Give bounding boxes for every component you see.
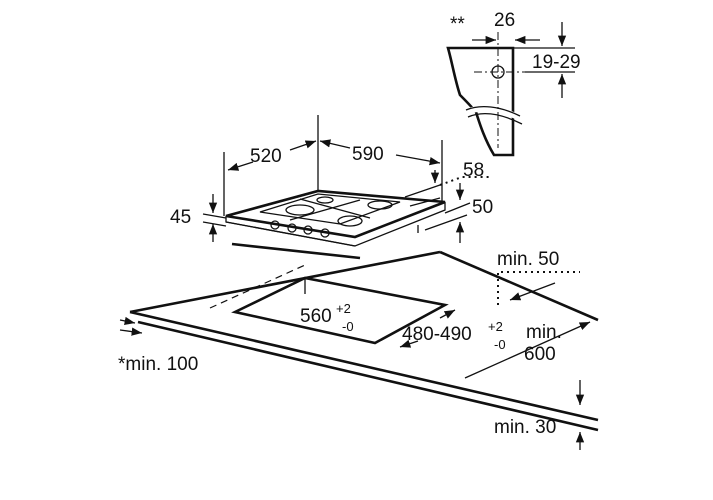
connection-height-label: 50 [472, 197, 493, 218]
hob-height-label: 45 [170, 207, 191, 228]
worktop [129, 250, 599, 432]
side-clearance-label: *min. 100 [118, 354, 198, 375]
detail-marker: ** [450, 14, 465, 35]
detail-width-label: 26 [494, 10, 515, 31]
front-clearance-label-2: 600 [524, 344, 556, 365]
worktop-thickness-label: min. 30 [494, 417, 556, 438]
detail-height-label: 19-29 [532, 52, 581, 73]
cutout-width-tol-plus: +2 [336, 301, 351, 316]
connection-detail [446, 22, 575, 157]
cutout-width-label: 560 [300, 306, 332, 327]
hob [225, 189, 446, 260]
front-clearance-label-1: min. [526, 322, 562, 343]
cutout-depth-tol-plus: +2 [488, 319, 503, 334]
cutout-depth-label: 480-490 [402, 324, 472, 345]
hob-width-label: 590 [352, 144, 384, 165]
connection-offset-label: 58 [463, 160, 484, 181]
cutout-depth-tol-minus: -0 [494, 337, 506, 352]
dimension-lines [119, 115, 591, 450]
cutout-width-tol-minus: -0 [342, 319, 354, 334]
hob-depth-label: 520 [250, 146, 282, 167]
cutout-outline [231, 276, 449, 345]
back-clearance-label: min. 50 [497, 249, 559, 270]
